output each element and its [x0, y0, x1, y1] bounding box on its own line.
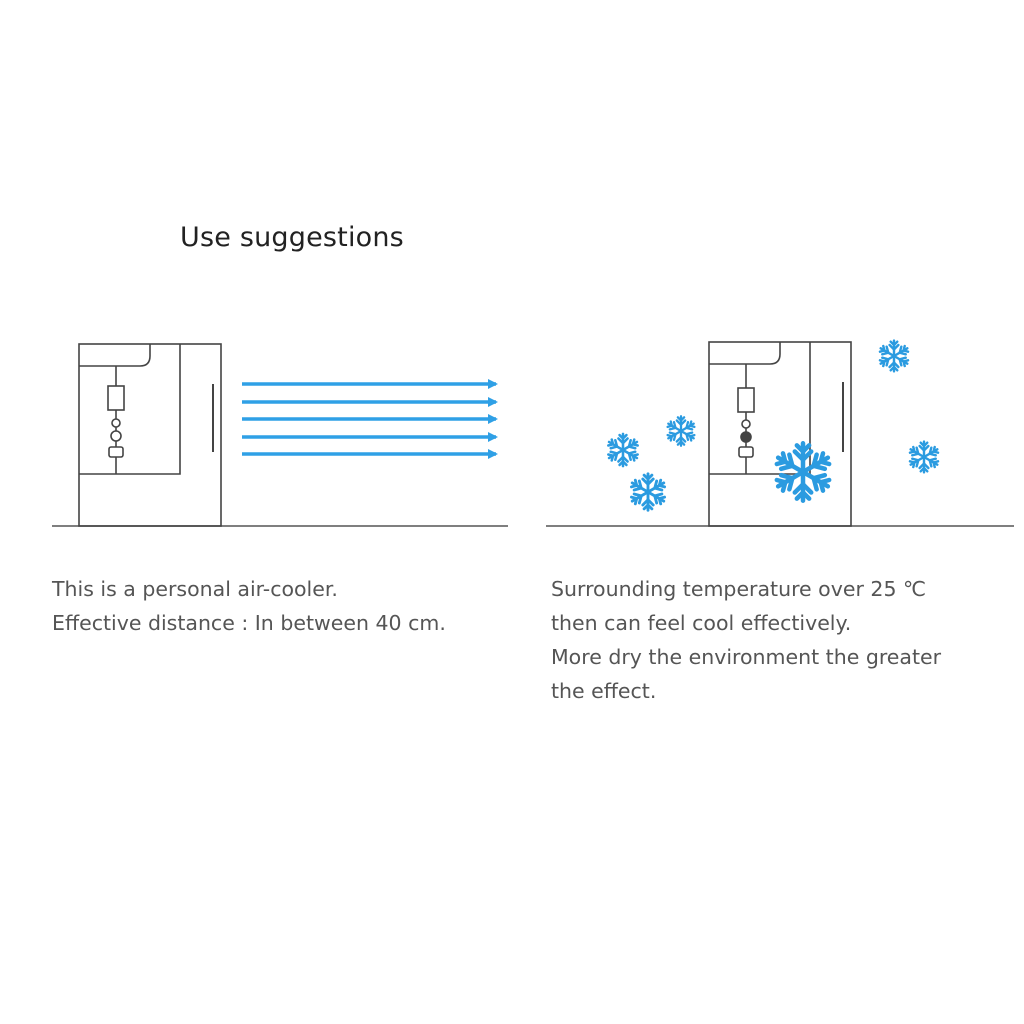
page-title: Use suggestions: [180, 222, 404, 253]
snowflake-icon: [878, 341, 909, 372]
air-cooler-icon: [78, 343, 222, 527]
snowflake-group: [607, 341, 940, 511]
airflow-arrow-icon: [242, 379, 498, 459]
left-caption-line-1: This is a personal air-cooler.: [52, 577, 338, 601]
right-caption-line-1: Surrounding temperature over 25 ℃: [551, 577, 927, 601]
snowflake-icon: [607, 434, 639, 466]
snowflake-icon: [630, 474, 667, 510]
snowflake-icon: [908, 442, 939, 473]
left-panel-illustration: [52, 343, 508, 527]
right-caption-line-2: then can feel cool effectively.: [551, 611, 852, 635]
left-caption-line-2: Effective distance : In between 40 cm.: [52, 611, 446, 635]
right-caption: Surrounding temperature over 25 ℃ then c…: [551, 572, 941, 708]
right-panel-illustration: [546, 341, 1014, 527]
right-caption-line-4: the effect.: [551, 679, 657, 703]
air-cooler-icon: [708, 341, 852, 527]
snowflake-icon: [774, 443, 832, 500]
snowflake-icon: [666, 416, 696, 445]
right-caption-line-3: More dry the environment the greater: [551, 645, 942, 669]
left-caption: This is a personal air-cooler. Effective…: [52, 572, 446, 640]
